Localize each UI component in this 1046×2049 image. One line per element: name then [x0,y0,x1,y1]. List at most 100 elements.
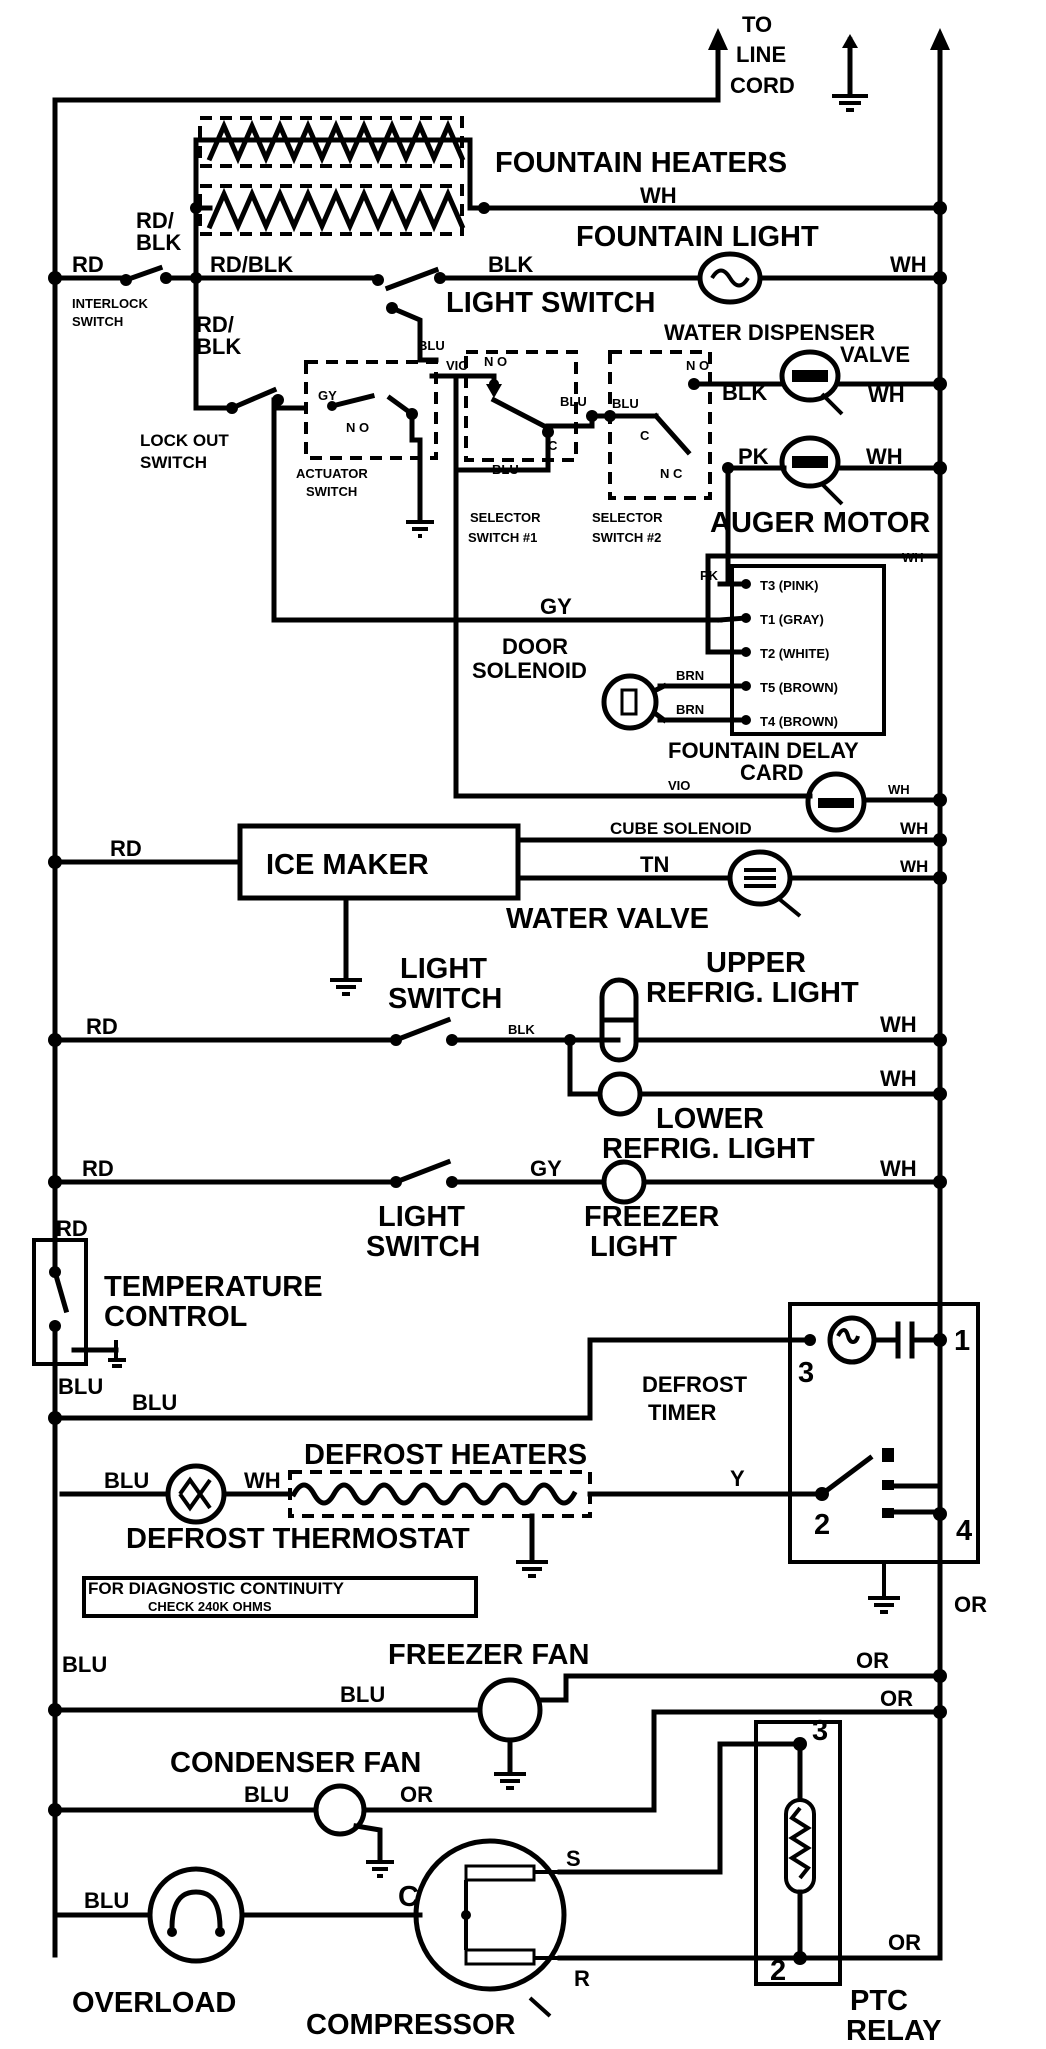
selector-switch-1-label-2: SWITCH #1 [468,530,537,545]
lock-out-switch-label-2: SWITCH [140,453,207,472]
refrig-light-circuit [48,977,947,1117]
r-label-compressor: R [574,1966,590,1991]
actuator-switch-label-1: ACTUATOR [296,466,368,481]
blk-label-light-switch: BLK [488,252,533,277]
or-label-freezer-fan: OR [856,1648,889,1673]
condenser-fan-label: CONDENSER FAN [170,1747,421,1779]
rd-blk-label-1: RD/ [136,208,174,233]
fountain-heaters-label: FOUNTAIN HEATERS [495,147,787,179]
no-label-actuator: N O [346,420,369,435]
wh-label-defrost: WH [244,1468,281,1493]
light-switch-label-top: LIGHT SWITCH [446,287,655,319]
compressor-circuit [52,1709,943,2018]
ptc-terminal-2: 2 [770,1955,786,1987]
y-label-defrost: Y [730,1466,745,1491]
light-switch-label-freezer-1: LIGHT [378,1201,465,1233]
gy-label-delay-card: GY [540,594,572,619]
blu-label-selector-2: BLU [612,396,639,411]
wh-label-freezer-light: WH [880,1156,917,1181]
timer-terminal-3: 3 [798,1357,814,1389]
timer-terminal-2: 2 [814,1509,830,1541]
pk-label-card: PK [700,568,719,583]
auger-motor-label: AUGER MOTOR [710,507,930,539]
compressor-label: COMPRESSOR [306,2009,516,2041]
wh-label-ice-maker-1: WH [900,819,928,838]
blu-label-temp-control-1: BLU [58,1374,103,1399]
terminal-t2-label: T2 (WHITE) [760,646,829,661]
pk-label-auger: PK [738,444,769,469]
or-label-condenser-fan: OR [400,1782,433,1807]
selector-switch-2-label-1: SELECTOR [592,510,663,525]
to-line-cord-label-1: TO [742,12,772,37]
wh-label-ice-maker-2: WH [900,857,928,876]
blu-label-actuator: BLU [418,338,445,353]
cube-solenoid-label: CUBE SOLENOID [610,819,752,838]
blk-label-upper-light: BLK [508,1022,535,1037]
to-line-cord-label-2: LINE [736,42,786,67]
no-label-selector-1: N O [484,354,507,369]
vio-label-selector: VIO [446,358,468,373]
selector-switch-2-label-2: SWITCH #2 [592,530,661,545]
rd-label-upper-light: RD [86,1014,118,1039]
defrost-timer-label-1: DEFROST [642,1372,748,1397]
fountain-delay-card-label-2: CARD [740,760,804,785]
actuator-switch-label-2: SWITCH [306,484,357,499]
rd-label-interlock: RD [72,252,104,277]
selector-switch-1-label-1: SELECTOR [470,510,541,525]
wh-label-upper-light: WH [880,1012,917,1037]
rd-blk-label-interlock: RD/BLK [210,252,293,277]
interlock-switch-label-2: SWITCH [72,314,123,329]
tn-label: TN [640,852,669,877]
or-label-ptc-top: OR [880,1686,913,1711]
ptc-relay-label-1: PTC [850,1985,908,2017]
vio-label-cube: VIO [668,778,690,793]
blu-label-overload: BLU [84,1888,129,1913]
ptc-terminal-3: 3 [812,1715,828,1747]
nc-label-selector-2: N C [660,466,683,481]
diagnostic-note-line-2: CHECK 240K OHMS [148,1599,272,1614]
temperature-control-label-1: TEMPERATURE [104,1271,323,1303]
light-switch-label-freezer-2: SWITCH [366,1231,480,1263]
lock-out-switch-label-1: LOCK OUT [140,431,229,450]
freezer-light-label-1: FREEZER [584,1201,719,1233]
blu-label-selector-1: BLU [560,394,587,409]
fountain-heaters [190,116,947,281]
c-label-selector-1: C [548,438,558,453]
water-valve-label: WATER VALVE [506,903,709,935]
terminal-t3-label: T3 (PINK) [760,578,819,593]
door-solenoid-label-1: DOOR [502,634,568,659]
light-switch-label-upper-2: SWITCH [388,983,502,1015]
wh-label-auger: WH [866,444,903,469]
or-label-timer: OR [954,1592,987,1617]
defrost-timer [48,1302,980,1614]
c-label-compressor: C [398,1881,419,1913]
wh-label-lower-light: WH [880,1066,917,1091]
rd-label-temp-control: RD [56,1216,88,1241]
ice-maker-circuit [48,771,947,996]
to-line-cord-label-3: CORD [730,73,795,98]
blu-label-selector-bottom: BLU [492,462,519,477]
ice-maker-label: ICE MAKER [266,849,429,881]
blu-label-condenser-fan: BLU [244,1782,289,1807]
c-label-selector-2: C [640,428,650,443]
brn-label-2: BRN [676,702,704,717]
rd-blk-label-4: BLK [196,334,241,359]
fountain-light-circuit [48,251,947,411]
fountain-delay-card [601,553,943,736]
s-label-compressor: S [566,1846,581,1871]
timer-terminal-4: 4 [956,1515,972,1547]
water-dispenser-valve-label-2: VALVE [840,342,910,367]
upper-refrig-light-label-1: UPPER [706,947,806,979]
lower-refrig-light-label-1: LOWER [656,1103,764,1135]
interlock-switch-label-1: INTERLOCK [72,296,148,311]
defrost-heaters-label: DEFROST HEATERS [304,1439,587,1471]
blu-label-defrost: BLU [104,1468,149,1493]
wh-label-valve: WH [868,382,905,407]
defrost-thermostat-label: DEFROST THERMOSTAT [126,1523,470,1555]
gy-label-actuator: GY [318,388,337,403]
condenser-fan-circuit [48,1705,947,1878]
no-label-selector-2: N O [686,358,709,373]
wh-label-heaters: WH [640,183,677,208]
blk-label-valve: BLK [722,380,767,405]
